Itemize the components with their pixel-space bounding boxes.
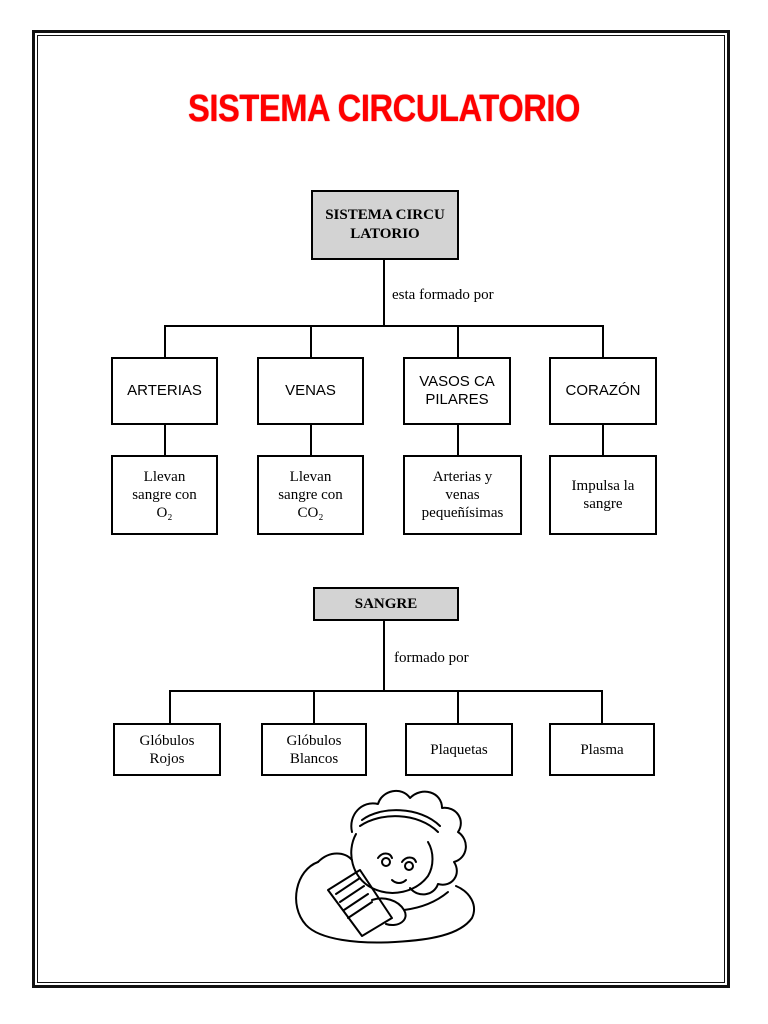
root-node-sangre: SANGRE xyxy=(313,587,459,621)
node-globulos-rojos: Glóbulos Rojos xyxy=(113,723,221,776)
node-venas: VENAS xyxy=(257,357,364,425)
branch2-drop-4 xyxy=(601,690,603,724)
connector-line-2 xyxy=(383,621,385,691)
branch-drop-3 xyxy=(457,325,459,358)
desc-line-1 xyxy=(164,425,166,456)
branch-line-2 xyxy=(169,690,603,692)
branch-drop-2 xyxy=(310,325,312,358)
connector-label: esta formado por xyxy=(392,287,494,303)
connector-line xyxy=(383,260,385,326)
page-title: SISTEMA CIRCULATORIO xyxy=(187,88,581,130)
desc-arterias: Llevan sangre con O₂ xyxy=(111,455,218,535)
branch2-drop-2 xyxy=(313,690,315,724)
branch-drop-4 xyxy=(602,325,604,358)
branch2-drop-1 xyxy=(169,690,171,724)
page-border xyxy=(32,30,730,988)
root-node-sistema: SISTEMA CIRCULATORIO xyxy=(311,190,459,260)
node-plaquetas: Plaquetas xyxy=(405,723,513,776)
desc-corazon: Impulsa la sangre xyxy=(549,455,657,535)
desc-line-3 xyxy=(457,425,459,456)
desc-line-2 xyxy=(310,425,312,456)
node-plasma: Plasma xyxy=(549,723,655,776)
node-vasos-capilares: VASOS CAPILARES xyxy=(403,357,511,425)
desc-line-4 xyxy=(602,425,604,456)
branch-drop-1 xyxy=(164,325,166,358)
node-globulos-blancos: Glóbulos Blancos xyxy=(261,723,367,776)
desc-vasos-capilares: Arterias y venas pequeñísimas xyxy=(403,455,522,535)
connector-label-2: formado por xyxy=(394,650,469,666)
desc-venas: Llevan sangre con CO₂ xyxy=(257,455,364,535)
node-arterias: ARTERIAS xyxy=(111,357,218,425)
branch2-drop-3 xyxy=(457,690,459,724)
branch-line xyxy=(164,325,604,327)
node-corazon: CORAZÓN xyxy=(549,357,657,425)
page-border-inner xyxy=(37,35,725,983)
